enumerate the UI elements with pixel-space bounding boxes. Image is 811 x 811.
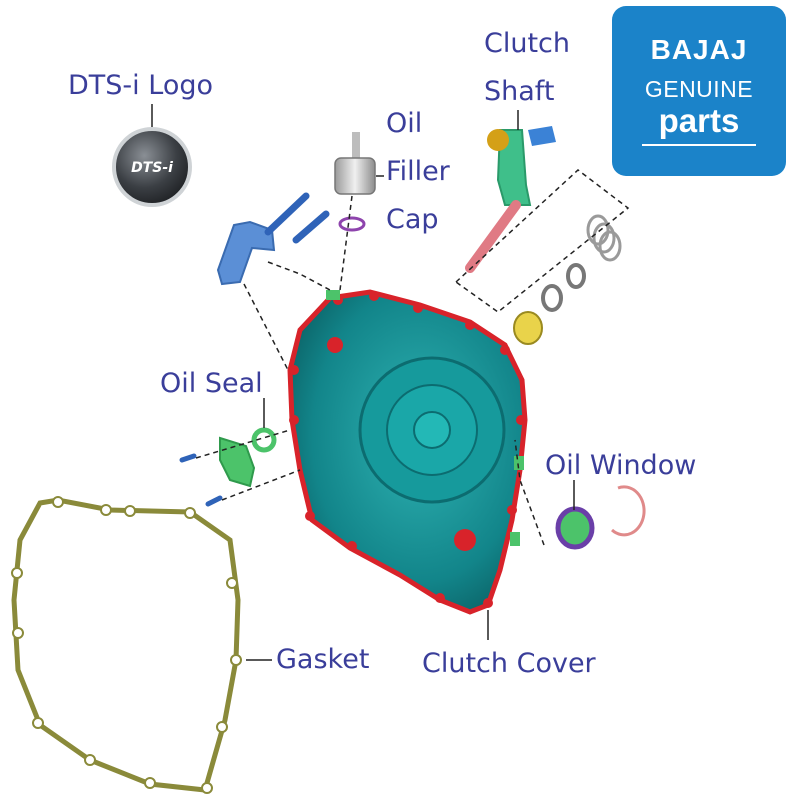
brand-line-parts: parts	[658, 102, 740, 139]
oil-seal-ring	[251, 427, 277, 453]
brand-line-bajaj: BAJAJ	[650, 34, 748, 65]
dts-i-logo-text: DTS-i	[131, 160, 173, 176]
clutch-bearing	[513, 311, 543, 345]
assembly-guides	[195, 169, 630, 546]
label-oil-window: Oil Window	[545, 450, 697, 481]
clutch-shaft-rod	[465, 200, 521, 273]
filler-port	[327, 337, 343, 353]
bracket-bolt-2	[292, 210, 330, 244]
brand-underline	[642, 144, 756, 146]
label-dts-i-logo: DTS-i Logo	[68, 70, 213, 101]
mounting-bracket	[216, 220, 276, 286]
dts-i-logo-badge	[112, 127, 192, 207]
oil-filler-cap-oring	[338, 216, 366, 232]
bracket-bolt-1	[264, 192, 310, 236]
clutch-cover-dome-center	[413, 411, 451, 449]
gasket	[11, 497, 241, 793]
clutch-shaft-lever	[496, 129, 532, 206]
label-gasket: Gasket	[276, 644, 370, 675]
leader-lines	[151, 104, 575, 661]
gasket-holes	[11, 496, 242, 794]
oil-seal-screw-2	[205, 495, 223, 507]
clutch-shaft-knob	[487, 129, 509, 151]
oil-window-circlip	[610, 485, 646, 537]
oil-window-glass	[555, 506, 595, 550]
label-clutch-cover: Clutch Cover	[422, 648, 596, 679]
oil-seal-plate	[219, 436, 256, 488]
label-clutch-shaft-line2: Shaft	[484, 76, 555, 107]
clutch-washer-1	[566, 263, 586, 289]
oil-filler-cap-stem	[352, 132, 360, 162]
oil-seal-screw-1	[179, 453, 197, 463]
brand-line-genuine: GENUINE	[644, 76, 754, 102]
clutch-cover-green-tabs	[326, 290, 524, 546]
oil-window-port	[454, 529, 476, 551]
label-oil-seal: Oil Seal	[160, 368, 263, 399]
label-oil-filler-cap-line3: Cap	[386, 204, 439, 235]
clutch-cover-bolt-bosses	[289, 291, 526, 608]
label-clutch-shaft-line1: Clutch	[484, 28, 571, 59]
clutch-shaft-clip	[528, 126, 556, 146]
clutch-spring	[586, 214, 622, 262]
label-oil-filler-cap-line1: Oil	[386, 108, 423, 139]
clutch-washer-2	[541, 284, 563, 312]
bajaj-genuine-parts-logo: BAJAJ GENUINE parts	[612, 6, 786, 176]
label-oil-filler-cap-line2: Filler	[386, 156, 450, 187]
oil-filler-cap-body	[334, 157, 376, 195]
